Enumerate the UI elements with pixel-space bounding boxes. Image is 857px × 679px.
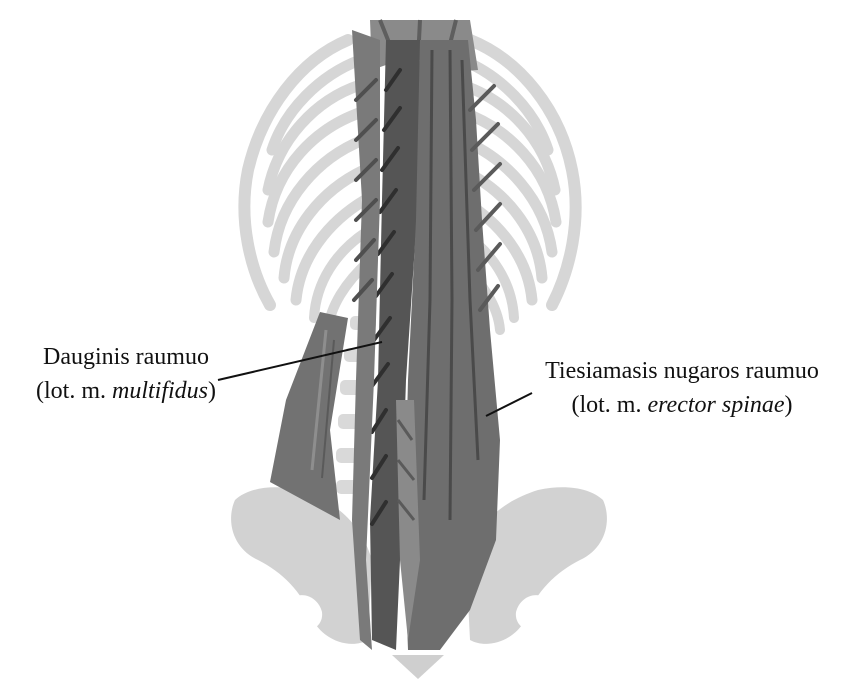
multifidus-label-name: Dauginis raumuo — [10, 340, 242, 374]
erector-spinae-label-latin: (lot. m. erector spinae) — [515, 388, 849, 422]
erector-spinae-label-name: Tiesiamasis nugaros raumuo — [515, 354, 849, 388]
multifidus-label: Dauginis raumuo (lot. m. multifidus) — [10, 340, 242, 408]
multifidus-label-latin: (lot. m. multifidus) — [10, 374, 242, 408]
erector-spinae-label: Tiesiamasis nugaros raumuo (lot. m. erec… — [515, 354, 849, 422]
